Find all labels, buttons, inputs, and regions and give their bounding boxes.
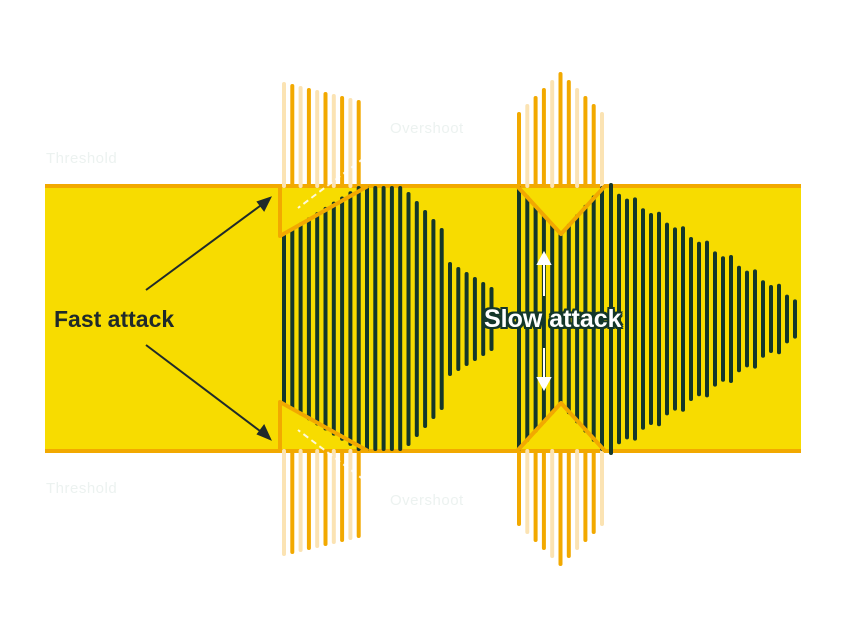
fast-envelope-bottom xyxy=(278,400,369,453)
threshold-label-top: Threshold xyxy=(46,150,118,167)
fast-attack-arrow-down xyxy=(145,344,272,441)
slow-attack-arrow-down xyxy=(536,348,552,392)
fast-attack-arrow-up xyxy=(145,196,272,291)
slow-envelope-top xyxy=(515,184,607,236)
slow-envelope-bottom xyxy=(515,401,607,453)
slow-attack-label: Slow attack xyxy=(484,305,622,333)
overshoot-label-top: Overshoot xyxy=(390,120,464,137)
fast-envelope-top xyxy=(278,184,369,238)
overshoot-arrow-top xyxy=(297,151,373,209)
overshoot-layer xyxy=(282,72,604,566)
overshoot-arrow-bottom xyxy=(297,429,373,487)
fast-attack-label: Fast attack xyxy=(54,306,175,332)
envelope-layer xyxy=(278,184,607,453)
slow-attack-arrow-up xyxy=(536,250,552,296)
overshoot-label-bottom: Overshoot xyxy=(390,492,464,509)
threshold-label-bottom: Threshold xyxy=(46,480,118,497)
